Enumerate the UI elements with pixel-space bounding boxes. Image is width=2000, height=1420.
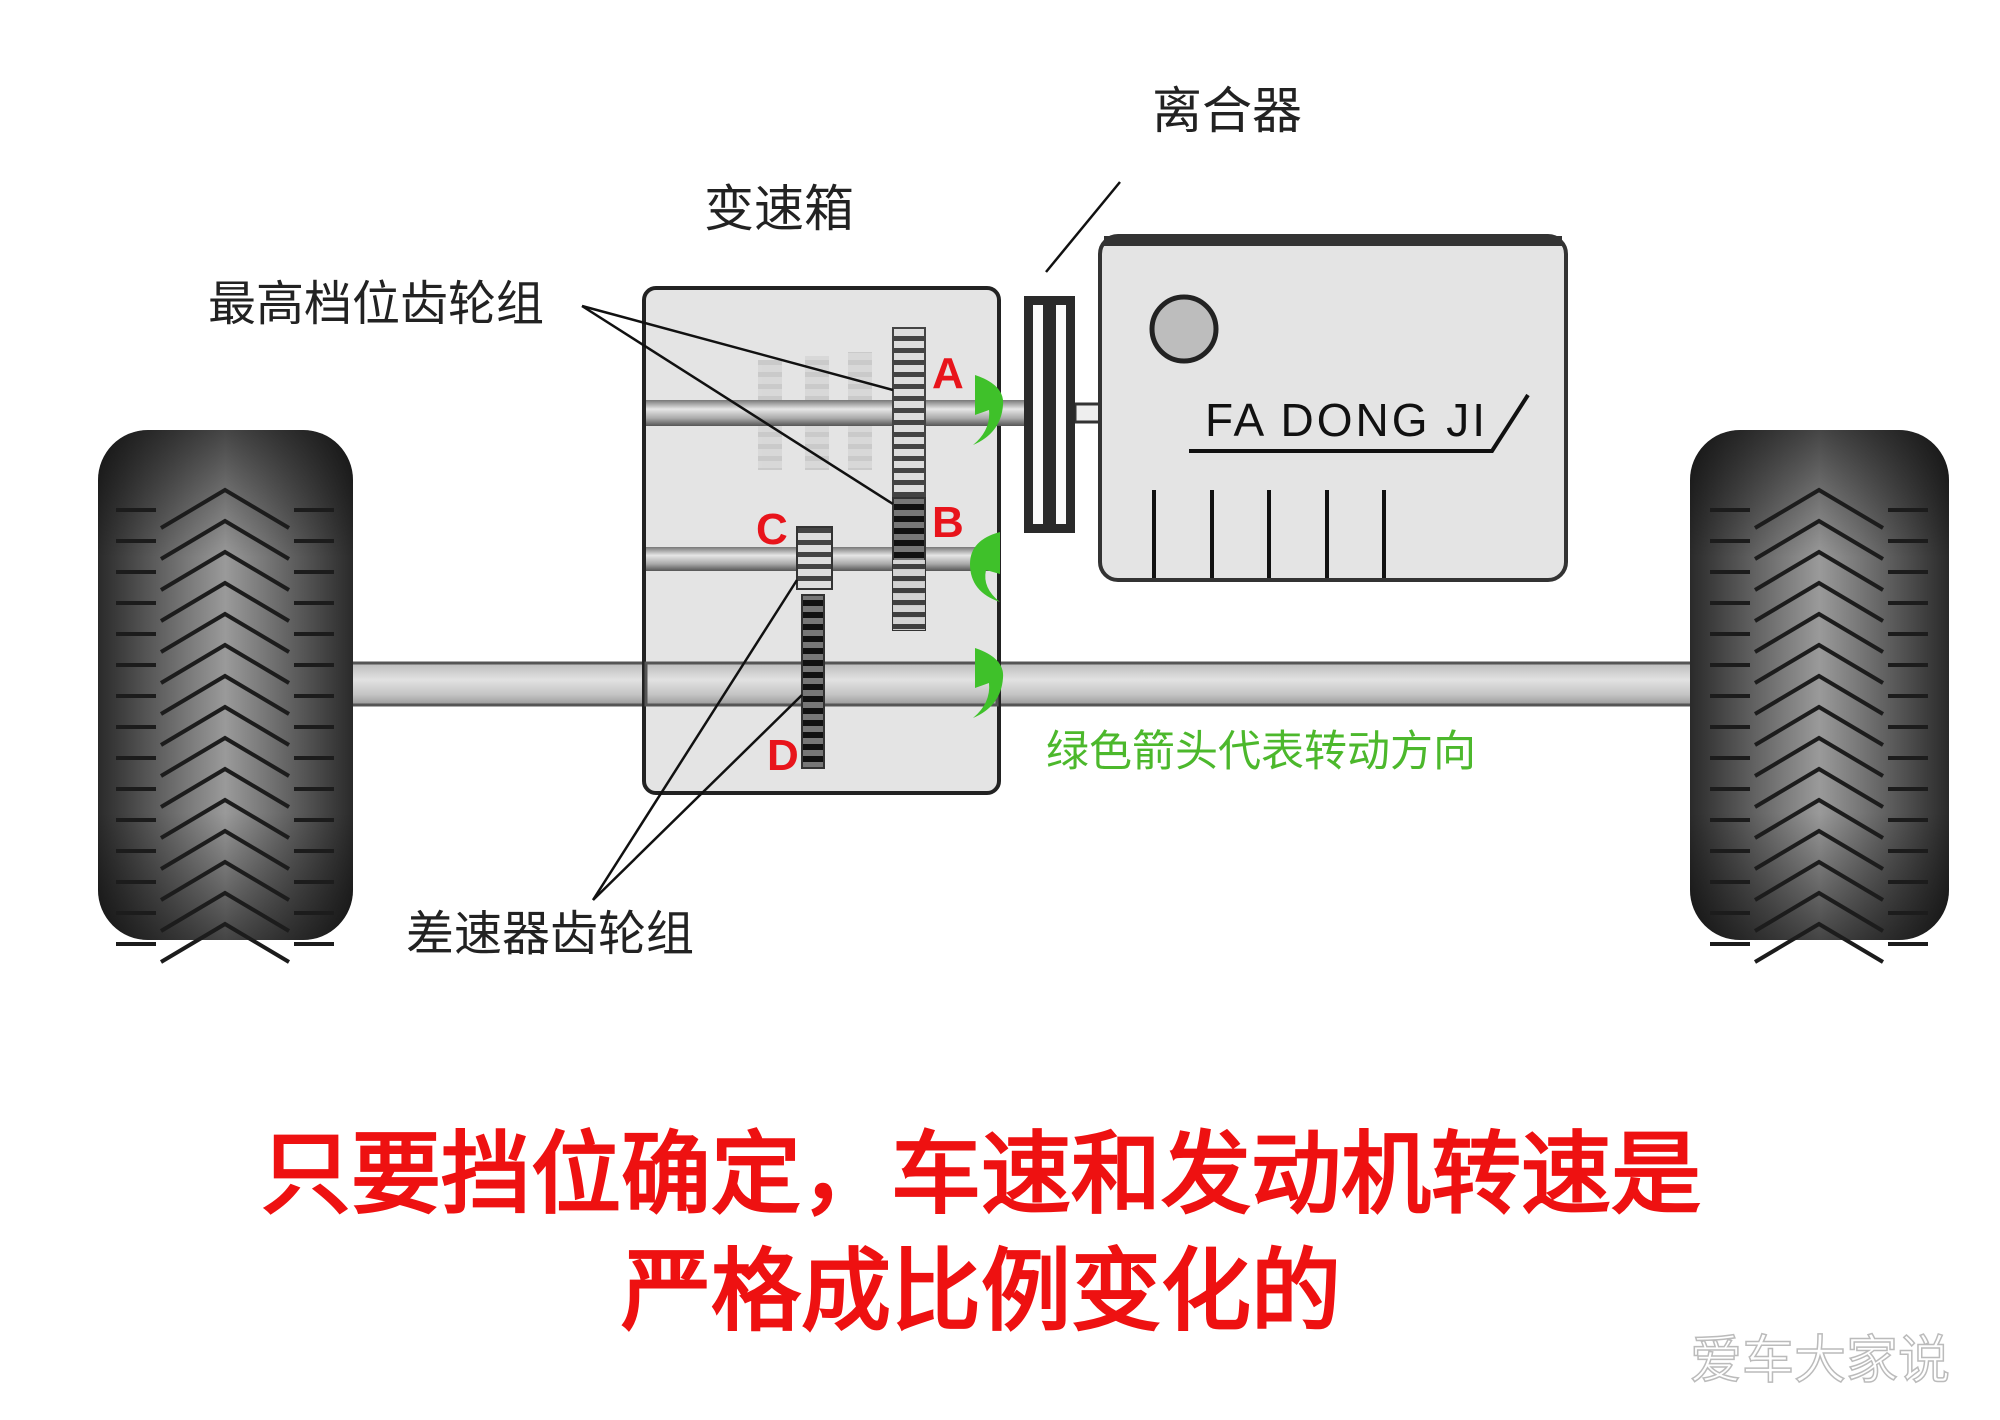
tread-chevron [1753, 828, 1885, 871]
tread-chevron [159, 518, 291, 561]
rotation-arrow-icon [973, 375, 1004, 445]
gear-d [801, 594, 825, 769]
gear-a [892, 327, 926, 499]
gear-letter-d: D [767, 731, 799, 780]
tread-chevron [1753, 921, 1885, 964]
tread-chevron [1753, 580, 1885, 623]
tread-chevron [159, 797, 291, 840]
tread-chevron [1753, 642, 1885, 685]
tread-chevron [1753, 766, 1885, 809]
rotation-arrow-icon [973, 648, 1004, 718]
rear-axle [348, 661, 1697, 707]
tread-chevron [159, 828, 291, 871]
gearbox-label: 变速箱 [704, 180, 854, 238]
tread-chevron [159, 673, 291, 716]
left-tire [98, 430, 353, 964]
tread-chevron [159, 890, 291, 933]
tread-chevron [159, 735, 291, 778]
rotation-arrow-icon [970, 532, 1000, 602]
leader-lines [581, 181, 1121, 901]
tread-chevron [159, 921, 291, 964]
watermark: 爱车大家说 [1690, 1331, 1950, 1391]
gear-c [796, 526, 833, 590]
tread-chevron [1753, 673, 1885, 716]
tread-chevron [1753, 549, 1885, 592]
right-tire [1690, 430, 1949, 964]
clutch [1024, 296, 1075, 533]
gear-letter-b: B [932, 498, 964, 547]
differential-gear-set-label: 差速器齿轮组 [406, 906, 694, 962]
tread-chevron [1753, 890, 1885, 933]
tread-chevron [159, 580, 291, 623]
tread-chevron [159, 704, 291, 747]
tread-chevron [159, 766, 291, 809]
tread-chevron [1753, 797, 1885, 840]
tread-chevron [159, 611, 291, 654]
input-shaft [646, 400, 1026, 426]
gear-letter-c: C [756, 505, 788, 554]
tread-chevron [159, 642, 291, 685]
clutch-label: 离合器 [1152, 82, 1302, 140]
tread-chevron [1753, 735, 1885, 778]
caption-line-1: 只要挡位确定，车速和发动机转速是 [261, 1122, 1701, 1227]
tread-chevron [159, 859, 291, 902]
rotation-arrows [970, 375, 1004, 718]
tread-chevron [159, 549, 291, 592]
caption-line-2: 严格成比例变化的 [621, 1239, 1341, 1344]
engine-block: FA DONG JI [1098, 234, 1568, 582]
tread-chevron [1753, 518, 1885, 561]
engine-filler-cap-icon [1149, 294, 1219, 364]
top-gear-set-label: 最高档位齿轮组 [208, 276, 544, 332]
gear-letter-a: A [932, 349, 964, 398]
tread-chevron [1753, 487, 1885, 530]
tread-chevron [159, 487, 291, 530]
tread-chevron [1753, 611, 1885, 654]
tread-chevron [1753, 704, 1885, 747]
engine-label: FA DONG JI [1205, 394, 1488, 446]
legend-text: 绿色箭头代表转动方向 [1046, 727, 1476, 777]
tread-chevron [1753, 859, 1885, 902]
